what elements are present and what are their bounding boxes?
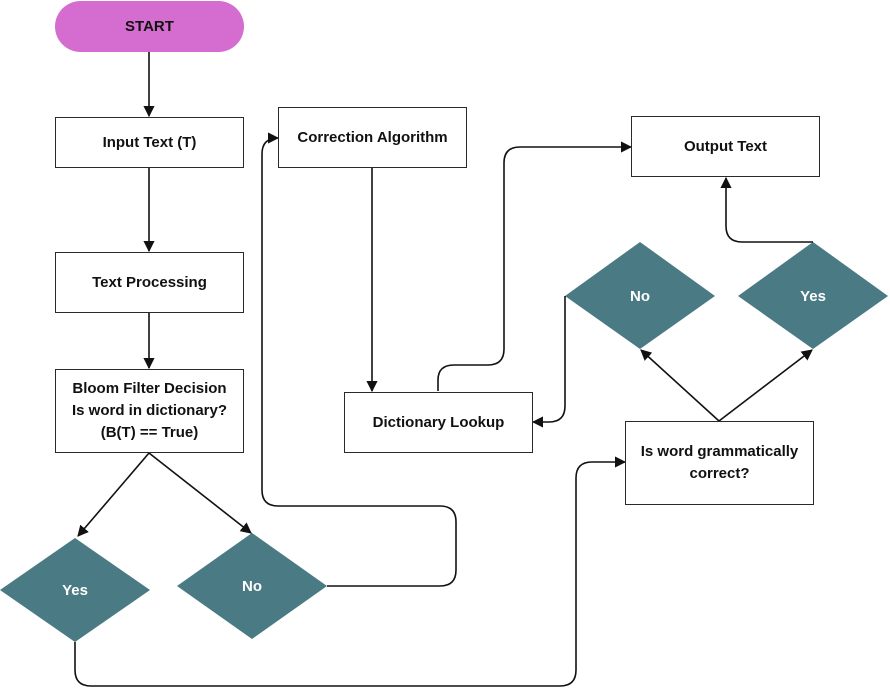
correction-algorithm-box: Correction Algorithm <box>278 107 467 168</box>
bloom-filter-line-2: Is word in dictionary? <box>71 402 228 419</box>
grammar-yes-label: Yes <box>800 287 826 305</box>
arrow-lookup-to-output <box>437 141 633 391</box>
arrow-bloom-to-no <box>148 452 252 534</box>
arrow-bloom-to-yes <box>77 452 150 537</box>
output-text-label: Output Text <box>683 137 768 155</box>
text-processing-label: Text Processing <box>92 273 207 291</box>
bloom-yes-label: Yes <box>62 581 88 599</box>
bloom-filter-line-1: Bloom Filter Decision <box>72 380 227 397</box>
arrow-grammar-to-yes <box>718 349 813 422</box>
decision-diamond-bloom-yes <box>0 538 150 642</box>
arrow-yes-to-output <box>720 176 813 243</box>
bloom-no-label: No <box>242 577 262 595</box>
dictionary-lookup-label: Dictionary Lookup <box>372 413 505 431</box>
decision-diamond-bloom-no <box>177 533 327 639</box>
arrow-yes-to-grammar <box>74 456 627 687</box>
correction-algorithm-label: Correction Algorithm <box>297 128 448 146</box>
grammar-check-line-2: correct? <box>689 465 750 482</box>
decision-diamond-grammar-no <box>565 242 715 349</box>
text-processing-box: Text Processing <box>55 252 244 313</box>
start-node: START <box>55 1 244 52</box>
dictionary-lookup-box: Dictionary Lookup <box>344 392 533 453</box>
output-text-box: Output Text <box>631 116 820 177</box>
start-label: START <box>125 17 174 35</box>
bloom-filter-box: Bloom Filter Decision Is word in diction… <box>55 369 244 453</box>
grammar-no-label: No <box>630 287 650 305</box>
decision-diamond-grammar-yes <box>738 242 888 349</box>
grammar-check-line-1: Is word grammatically <box>640 443 799 460</box>
arrow-grammar-to-no <box>640 349 720 422</box>
arrow-no-to-correction <box>261 132 457 587</box>
input-text-label: Input Text (T) <box>102 133 197 151</box>
bloom-filter-line-3: (B(T) == True) <box>100 424 199 441</box>
arrow-no-to-lookup <box>531 296 566 428</box>
grammar-check-box: Is word grammatically correct? <box>625 421 814 505</box>
input-text-box: Input Text (T) <box>55 117 244 168</box>
